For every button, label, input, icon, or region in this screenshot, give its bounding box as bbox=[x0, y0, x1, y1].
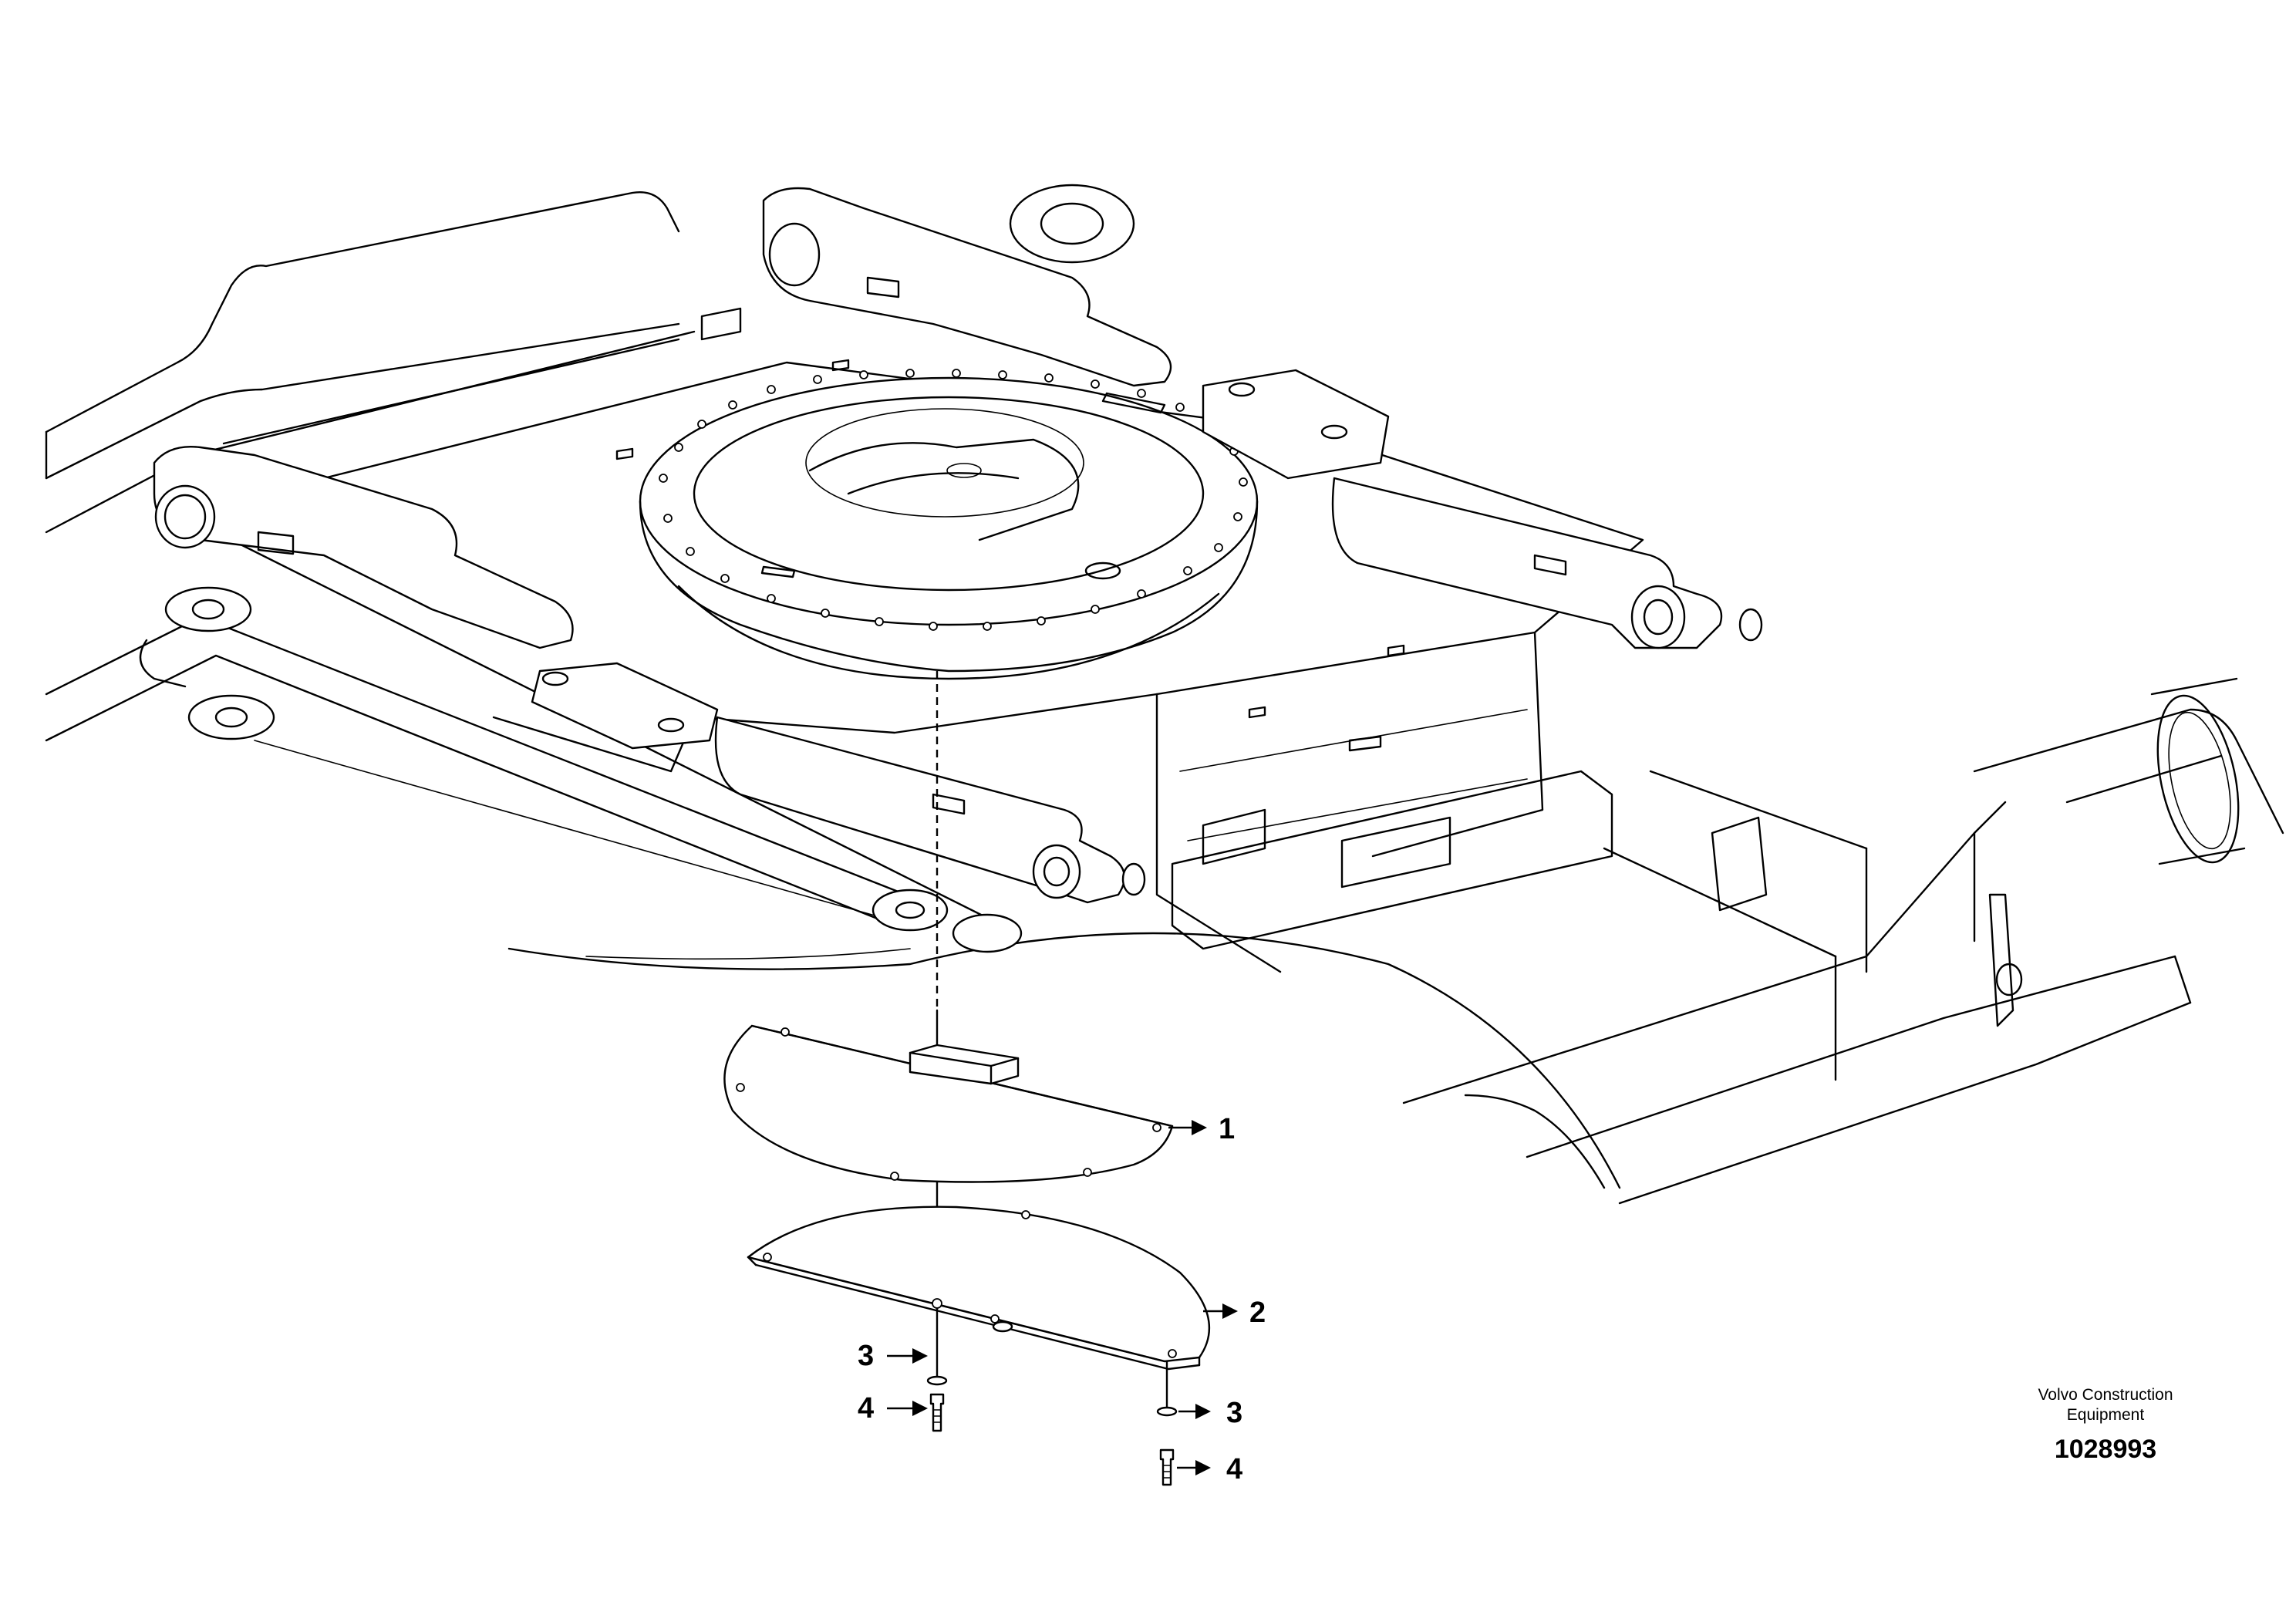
screw-right bbox=[1159, 1448, 1175, 1486]
svg-text:2: 2 bbox=[1249, 1297, 1266, 1329]
lower-cover-plate bbox=[747, 1206, 1210, 1371]
callout-3-left: 3 bbox=[858, 1340, 928, 1372]
screw-left bbox=[929, 1393, 945, 1432]
callout-3-right: 3 bbox=[1178, 1397, 1242, 1429]
manufacturer-line-1: Volvo Construction bbox=[2038, 1386, 2173, 1404]
svg-text:1: 1 bbox=[1219, 1113, 1235, 1145]
callout-2: 2 bbox=[1203, 1297, 1266, 1329]
manufacturer-label: Volvo Construction Equipment bbox=[1974, 1385, 2237, 1425]
upper-cover-plate bbox=[723, 1024, 1174, 1183]
ring-bolt-holes bbox=[659, 369, 1248, 631]
svg-text:4: 4 bbox=[1226, 1453, 1242, 1485]
svg-text:3: 3 bbox=[1226, 1397, 1242, 1429]
svg-text:3: 3 bbox=[858, 1340, 874, 1372]
drawing-number: 1028993 bbox=[2054, 1435, 2157, 1464]
callout-4-right: 4 bbox=[1177, 1453, 1242, 1485]
undercarriage-frame bbox=[45, 191, 2284, 1205]
manufacturer-line-2: Equipment bbox=[2066, 1406, 2145, 1424]
washer-right bbox=[1156, 1406, 1178, 1417]
center-frame-body bbox=[322, 359, 1644, 973]
callout-1: 1 bbox=[1168, 1113, 1235, 1145]
washer-left bbox=[926, 1375, 948, 1386]
callout-4-left: 4 bbox=[858, 1392, 928, 1425]
link-arms bbox=[139, 184, 1763, 953]
svg-text:4: 4 bbox=[858, 1392, 874, 1425]
